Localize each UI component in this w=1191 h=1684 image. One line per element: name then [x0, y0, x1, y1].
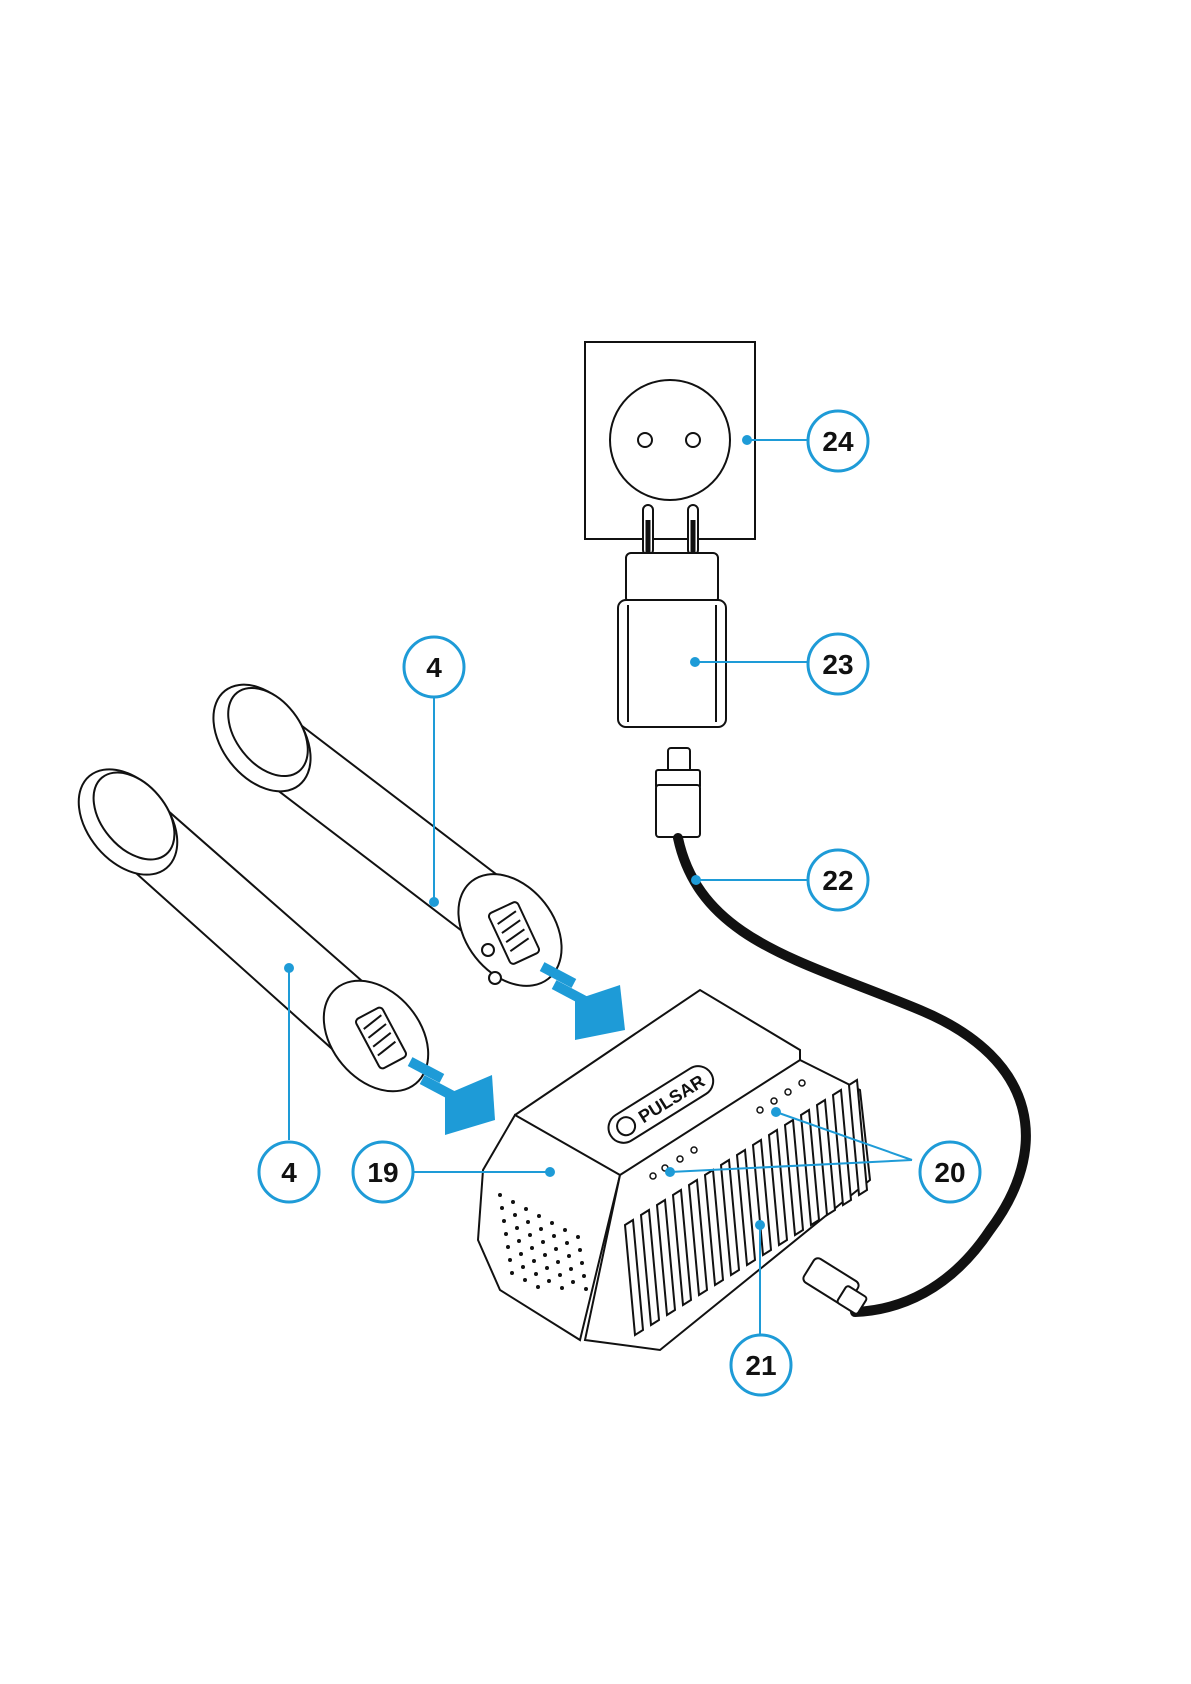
vent-dot: [539, 1227, 543, 1231]
vent-dot: [508, 1258, 512, 1262]
vent-dot: [521, 1265, 525, 1269]
vent-dot: [567, 1254, 571, 1258]
vent-dot: [504, 1232, 508, 1236]
vent-dot: [519, 1252, 523, 1256]
vent-dot: [556, 1260, 560, 1264]
vent-dot: [530, 1246, 534, 1250]
vent-dot: [528, 1233, 532, 1237]
vent-dot: [502, 1219, 506, 1223]
callout-4-bottom: 4: [259, 1142, 319, 1202]
vent-dot: [550, 1221, 554, 1225]
vent-dot: [536, 1285, 540, 1289]
vent-dot: [511, 1200, 515, 1204]
callout-21-label: 21: [745, 1350, 776, 1381]
callout-22: 22: [808, 850, 868, 910]
vent-dot: [515, 1226, 519, 1230]
insert-arrow-right: [540, 962, 625, 1040]
callout-19: 19: [353, 1142, 413, 1202]
callout-22-label: 22: [822, 865, 853, 896]
callout-21: 21: [731, 1335, 791, 1395]
vent-dot: [526, 1220, 530, 1224]
vent-dot: [552, 1234, 556, 1238]
vent-dot: [547, 1279, 551, 1283]
callout-20-label: 20: [934, 1157, 965, 1188]
vent-dot: [513, 1213, 517, 1217]
vent-dot: [580, 1261, 584, 1265]
vent-dot: [565, 1241, 569, 1245]
vent-dot: [534, 1272, 538, 1276]
vent-dot: [560, 1286, 564, 1290]
vent-dot: [537, 1214, 541, 1218]
vent-dot: [510, 1271, 514, 1275]
vent-dot: [500, 1206, 504, 1210]
vent-dot: [517, 1239, 521, 1243]
insert-arrow-left: [408, 1057, 495, 1135]
vent-dot: [543, 1253, 547, 1257]
vent-dot: [569, 1267, 573, 1271]
vent-dot: [498, 1193, 502, 1197]
vent-dot: [532, 1259, 536, 1263]
callout-4-top-label: 4: [426, 652, 442, 683]
callout-4-top: 4: [404, 637, 464, 697]
vent-dot: [558, 1273, 562, 1277]
vent-dot: [571, 1280, 575, 1284]
callout-23: 23: [808, 634, 868, 694]
wall-socket: [585, 342, 755, 539]
vent-dot: [576, 1235, 580, 1239]
callout-20: 20: [920, 1142, 980, 1202]
callout-24-label: 24: [822, 426, 854, 457]
vent-dot: [541, 1240, 545, 1244]
vent-dot: [506, 1245, 510, 1249]
callout-19-label: 19: [367, 1157, 398, 1188]
vent-dot: [582, 1274, 586, 1278]
vent-dot: [524, 1207, 528, 1211]
vent-dot: [554, 1247, 558, 1251]
vent-dot: [584, 1287, 588, 1291]
callout-23-label: 23: [822, 649, 853, 680]
vent-dot: [545, 1266, 549, 1270]
vent-dot: [523, 1278, 527, 1282]
callout-24: 24: [808, 411, 868, 471]
callout-4-bottom-label: 4: [281, 1157, 297, 1188]
vent-dot: [578, 1248, 582, 1252]
vent-dot: [563, 1228, 567, 1232]
